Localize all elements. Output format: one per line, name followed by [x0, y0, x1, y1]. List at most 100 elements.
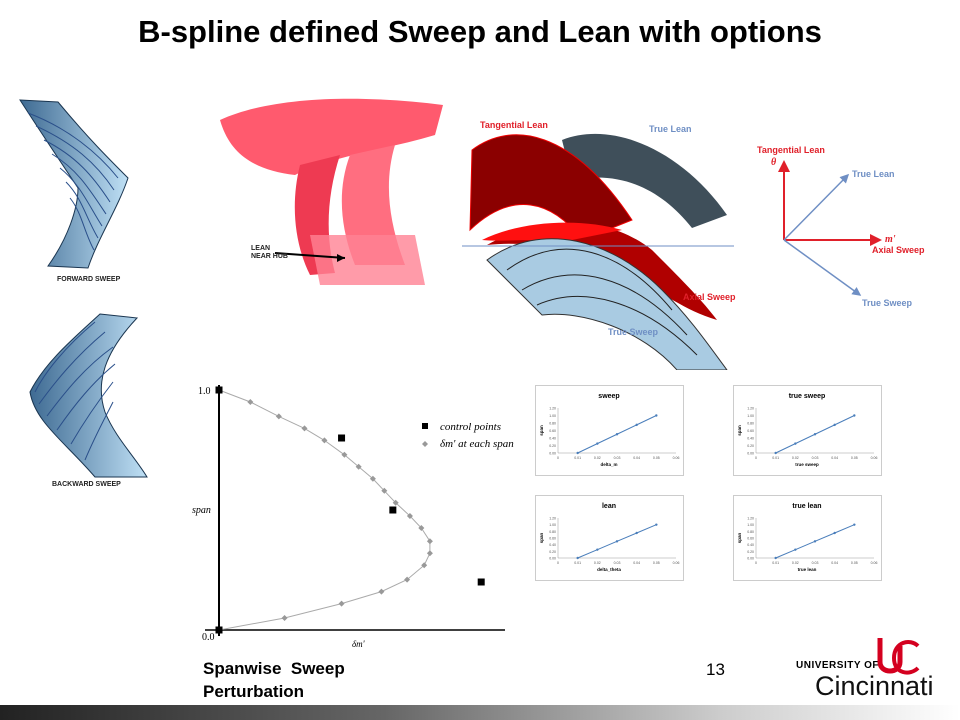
tangential-lean-label: Tangential Lean	[757, 145, 825, 155]
mini-y-tick: 0.00	[747, 557, 754, 561]
mini-x-tick: 0.06	[673, 561, 680, 565]
mini-chart-title: sweep	[598, 393, 619, 400]
mini-x-label: delta_theta	[597, 567, 621, 572]
dm-span-point	[275, 413, 282, 420]
mini-data-point	[615, 540, 619, 543]
mini-x-tick: 0.05	[851, 561, 858, 565]
mini-y-tick: 0.20	[549, 550, 556, 554]
axial-sweep-label-3d: Axial Sweep	[683, 292, 736, 302]
mini-y-tick: 0.40	[549, 543, 556, 547]
mini-chart-title: true sweep	[789, 393, 826, 400]
dm-span-point	[404, 576, 411, 583]
mini-x-tick: 0.02	[594, 456, 601, 460]
mini-data-point	[655, 414, 658, 417]
dm-span-point	[321, 437, 328, 444]
m-prime-label: m'	[885, 234, 896, 245]
mini-y-tick: 0.60	[549, 429, 556, 433]
mini-y-label: span	[737, 425, 742, 436]
mini-y-label: span	[539, 425, 544, 436]
mini-data-point	[774, 451, 777, 455]
mini-y-tick: 1.00	[747, 523, 754, 527]
mini-data-point	[635, 423, 638, 427]
caption-line-2: Perturbation	[203, 682, 305, 701]
mini-y-tick: 0.80	[747, 530, 754, 534]
slide-caption: Spanwise Sweep Perturbation	[203, 657, 345, 703]
mini-x-tick: 0.03	[812, 456, 819, 460]
logo-cincinnati: Cincinnati	[815, 671, 934, 701]
mini-x-tick: 0	[755, 456, 757, 460]
true-lean-arrow	[783, 173, 850, 241]
mini-y-tick: 1.00	[549, 414, 556, 418]
mini-data-point	[853, 523, 856, 526]
mini-y-tick: 0.40	[747, 543, 754, 547]
mini-x-tick: 0	[557, 561, 559, 565]
legend-dm-each-span: δm' at each span	[440, 438, 514, 450]
mini-data-point	[596, 548, 599, 551]
mini-x-tick: 0.01	[772, 561, 779, 565]
dm-span-point	[369, 475, 376, 482]
mini-y-tick: 0.20	[549, 444, 556, 448]
mini-y-tick: 0.80	[549, 530, 556, 534]
mini-y-tick: 0.40	[747, 437, 754, 441]
mini-x-tick: 0.04	[633, 561, 640, 565]
true-lean-label-3d: True Lean	[649, 124, 692, 134]
mini-y-tick: 0.20	[747, 444, 754, 448]
mini-x-tick: 0.06	[871, 561, 878, 565]
mini-y-tick: 0.00	[549, 557, 556, 561]
mini-y-tick: 0.80	[549, 422, 556, 426]
mini-x-tick: 0.01	[772, 456, 779, 460]
lean-near-hub-label: LEAN NEAR HUB	[251, 245, 288, 260]
legend-control-points: control points	[440, 421, 501, 433]
mini-x-tick: 0.01	[574, 456, 581, 460]
mini-data-point	[853, 414, 856, 417]
mini-y-tick: 0.60	[747, 537, 754, 541]
true-sweep-label-3d: True Sweep	[608, 327, 659, 337]
page-number: 13	[706, 660, 725, 679]
true-lean-label: True Lean	[852, 169, 895, 179]
theta-label: θ	[771, 157, 777, 168]
mini-data-point	[596, 442, 599, 445]
dm-span-point	[418, 525, 425, 531]
legend-control-points-marker	[422, 423, 428, 429]
mini-x-tick: 0.03	[614, 561, 621, 565]
mini-y-tick: 0.80	[747, 422, 754, 426]
dm-span-point	[247, 399, 254, 405]
mini-x-tick: 0	[755, 561, 757, 565]
mini-y-tick: 0.00	[549, 452, 556, 456]
mini-data-point	[813, 540, 817, 543]
mini-x-label: delta_m	[600, 462, 617, 467]
mini-x-tick: 0.02	[792, 561, 799, 565]
dm-span-point	[301, 425, 308, 432]
y-axis-label: span	[192, 505, 211, 516]
forward-sweep-blade-image	[19, 99, 129, 269]
mini-x-tick: 0.06	[871, 456, 878, 460]
dm-span-point	[355, 463, 362, 470]
dm-span-point	[281, 615, 288, 621]
axial-sweep-label: Axial Sweep	[872, 245, 925, 255]
dm-span-point	[341, 451, 348, 458]
backward-sweep-label: BACKWARD SWEEP	[52, 481, 121, 488]
mini-chart-title: lean	[602, 503, 616, 510]
logo-university-of: UNIVERSITY OF	[796, 660, 879, 671]
mini-x-tick: 0.04	[831, 561, 838, 565]
mini-data-point	[794, 442, 797, 445]
mini-x-label: true sweep	[795, 462, 819, 467]
mini-x-tick: 0.03	[812, 561, 819, 565]
dm-span-point	[426, 550, 433, 557]
mini-data-point	[794, 548, 797, 551]
dm-span-point	[406, 513, 413, 519]
tangential-lean-label-3d: Tangential Lean	[480, 120, 548, 130]
bspline-curve	[218, 389, 431, 631]
mini-x-tick: 0.05	[851, 456, 858, 460]
mini-y-tick: 1.20	[549, 407, 556, 411]
dm-span-point	[392, 499, 399, 506]
control-point	[215, 386, 223, 394]
mini-y-tick: 0.60	[549, 537, 556, 541]
control-point	[477, 578, 485, 586]
mini-y-tick: 0.00	[747, 452, 754, 456]
mini-x-tick: 0.04	[633, 456, 640, 460]
dm-span-point	[338, 600, 345, 607]
mini-x-tick: 0.02	[594, 561, 601, 565]
